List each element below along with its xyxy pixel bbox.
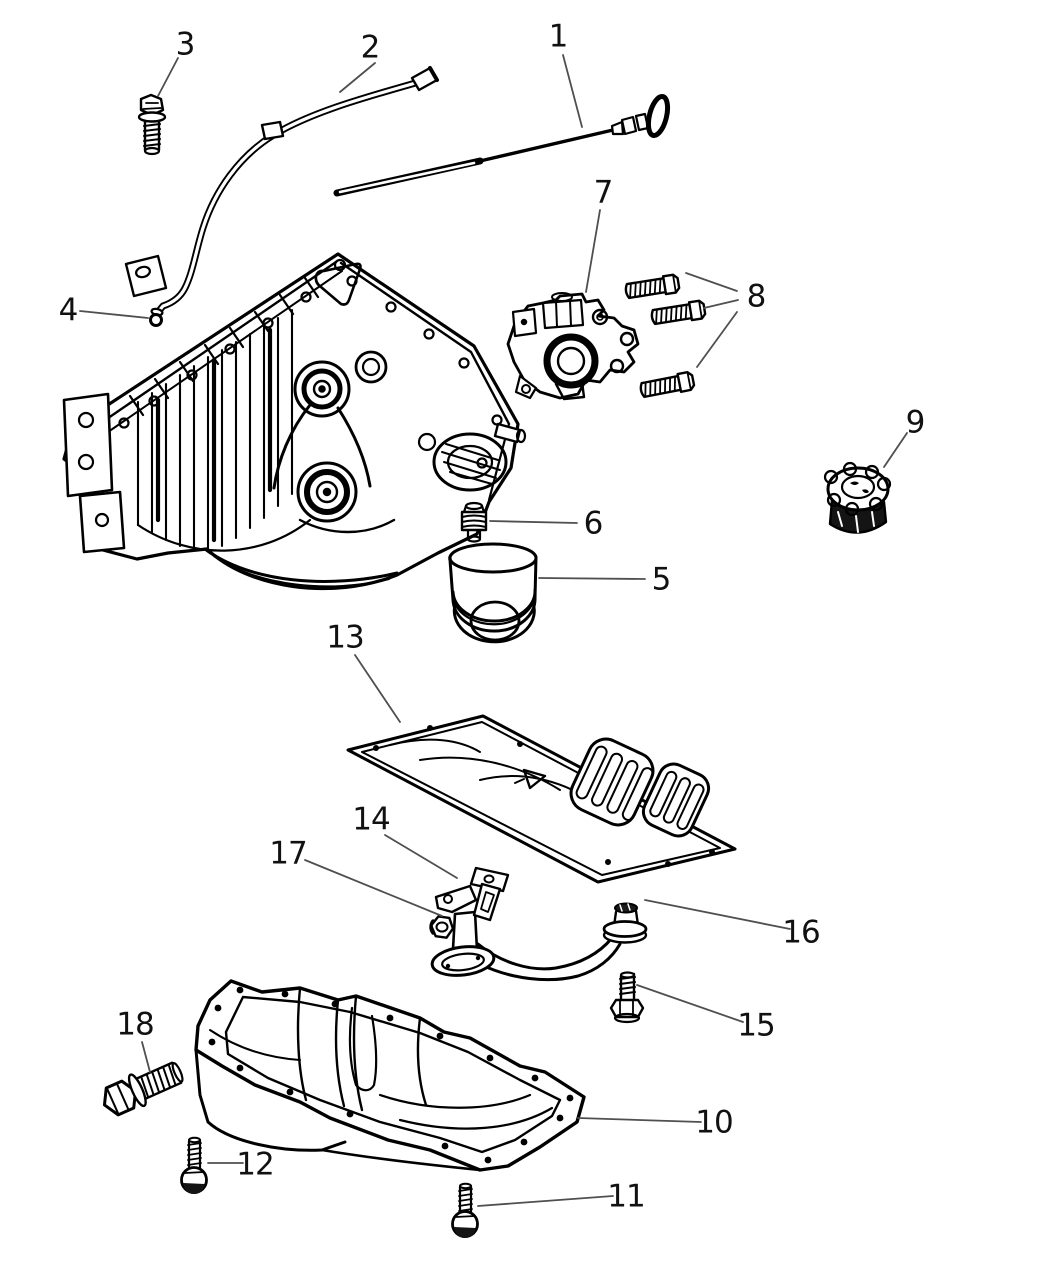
callout-label-6: 6: [583, 505, 604, 542]
leader-15: [636, 984, 744, 1023]
callout-label-4: 4: [58, 292, 79, 329]
leader-2: [339, 62, 376, 93]
callout-label-17: 17: [269, 835, 307, 872]
callout-label-2: 2: [360, 29, 381, 66]
leader-1: [562, 54, 583, 128]
pump-bolts-illustration: [624, 273, 707, 399]
engine-block-illustration: [62, 252, 527, 591]
leader-3: [157, 57, 179, 97]
oil-filter-illustration: [448, 542, 538, 644]
tube-bolt-illustration: [137, 93, 167, 156]
callout-label-16: 16: [782, 914, 820, 951]
leader-17: [304, 859, 443, 917]
leader-14: [384, 834, 458, 879]
pickup-bolt-illustration: [609, 971, 645, 1024]
callout-label-7: 7: [593, 174, 614, 211]
leader-6: [489, 520, 578, 524]
callout-label-1: 1: [548, 18, 569, 55]
leader-16: [644, 899, 791, 930]
oil-pump-illustration: [506, 292, 640, 401]
callout-label-11: 11: [607, 1178, 645, 1215]
filter-nipple-illustration: [460, 501, 488, 543]
windage-tray-illustration: [346, 714, 737, 884]
pickup-nut-illustration: [429, 915, 455, 939]
pickup-oring-illustration: [614, 902, 638, 914]
callout-label-12: 12: [236, 1146, 274, 1183]
callout-label-9: 9: [905, 404, 926, 441]
callout-label-10: 10: [695, 1104, 733, 1141]
dipstick-illustration: [333, 93, 671, 197]
leader-lines: [79, 54, 908, 1207]
tube-oring-illustration: [149, 313, 163, 327]
leader-8a: [685, 272, 738, 292]
leader-8c: [696, 311, 738, 368]
leader-10: [577, 1117, 702, 1123]
pickup-tube-illustration: [430, 866, 648, 982]
callout-label-14: 14: [352, 801, 390, 838]
leader-9: [883, 432, 908, 468]
drain-plug-illustration: [102, 1061, 184, 1117]
callout-label-5: 5: [651, 561, 672, 598]
callout-label-18: 18: [116, 1006, 154, 1043]
callout-label-8: 8: [746, 278, 767, 315]
leader-13: [354, 654, 401, 723]
filter-adapter-plug-illustration: [823, 461, 892, 534]
leader-7: [585, 209, 601, 293]
oil-pan-illustration: [194, 979, 586, 1172]
dipstick-tube-illustration: [124, 66, 439, 317]
callout-label-13: 13: [326, 619, 364, 656]
callout-label-15: 15: [737, 1007, 775, 1044]
pan-bottom-bolt-illustration: [451, 1182, 479, 1238]
leader-18: [141, 1041, 151, 1073]
leader-5: [538, 577, 646, 580]
leader-11: [477, 1195, 614, 1207]
leader-4: [79, 310, 149, 319]
pan-side-bolt-illustration: [180, 1136, 208, 1195]
leader-8b: [703, 299, 739, 309]
callout-label-3: 3: [175, 26, 196, 63]
